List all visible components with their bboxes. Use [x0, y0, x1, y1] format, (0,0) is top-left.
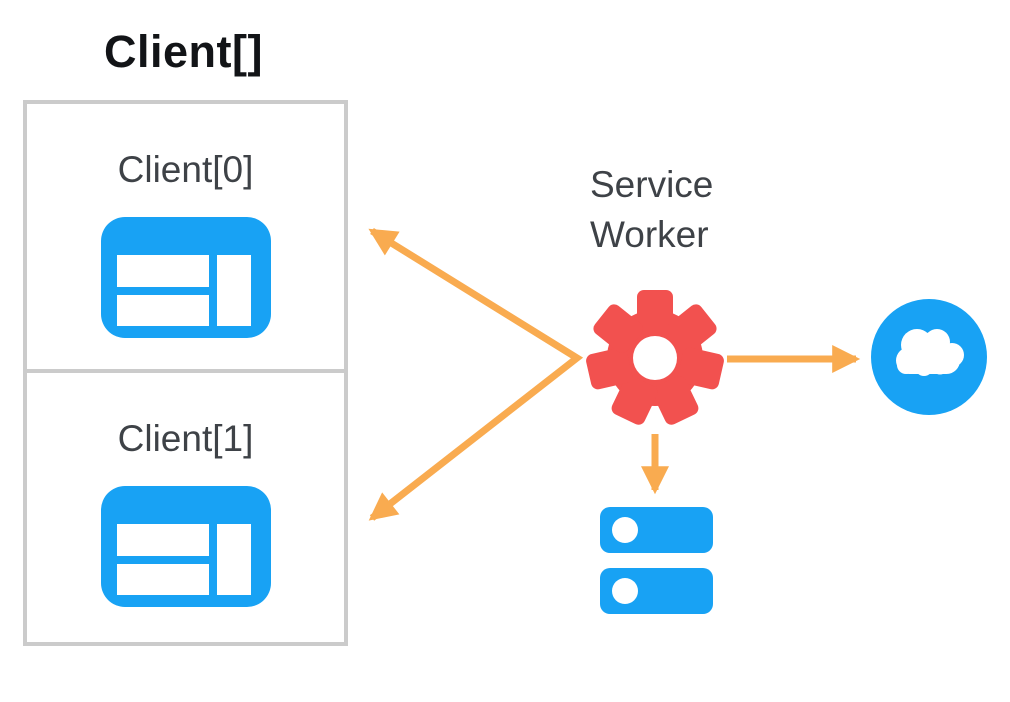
service-worker-label: Service Worker	[590, 164, 714, 255]
server-stack-icon	[600, 507, 713, 614]
service-worker-to-clients-arrows	[368, 228, 584, 521]
client-0-label: Client[0]	[117, 149, 254, 190]
browser-window-icon	[100, 217, 271, 343]
clients-array-title: Client[]	[104, 26, 263, 77]
cloud-icon	[871, 299, 987, 415]
client-1-cell: Client[1]	[27, 373, 344, 642]
browser-window-icon	[100, 486, 271, 612]
client-group-box: Client[0] Client[1]	[23, 100, 348, 646]
gear-icon	[586, 290, 724, 425]
client-1-label: Client[1]	[117, 418, 254, 459]
client-0-cell: Client[0]	[27, 104, 344, 373]
